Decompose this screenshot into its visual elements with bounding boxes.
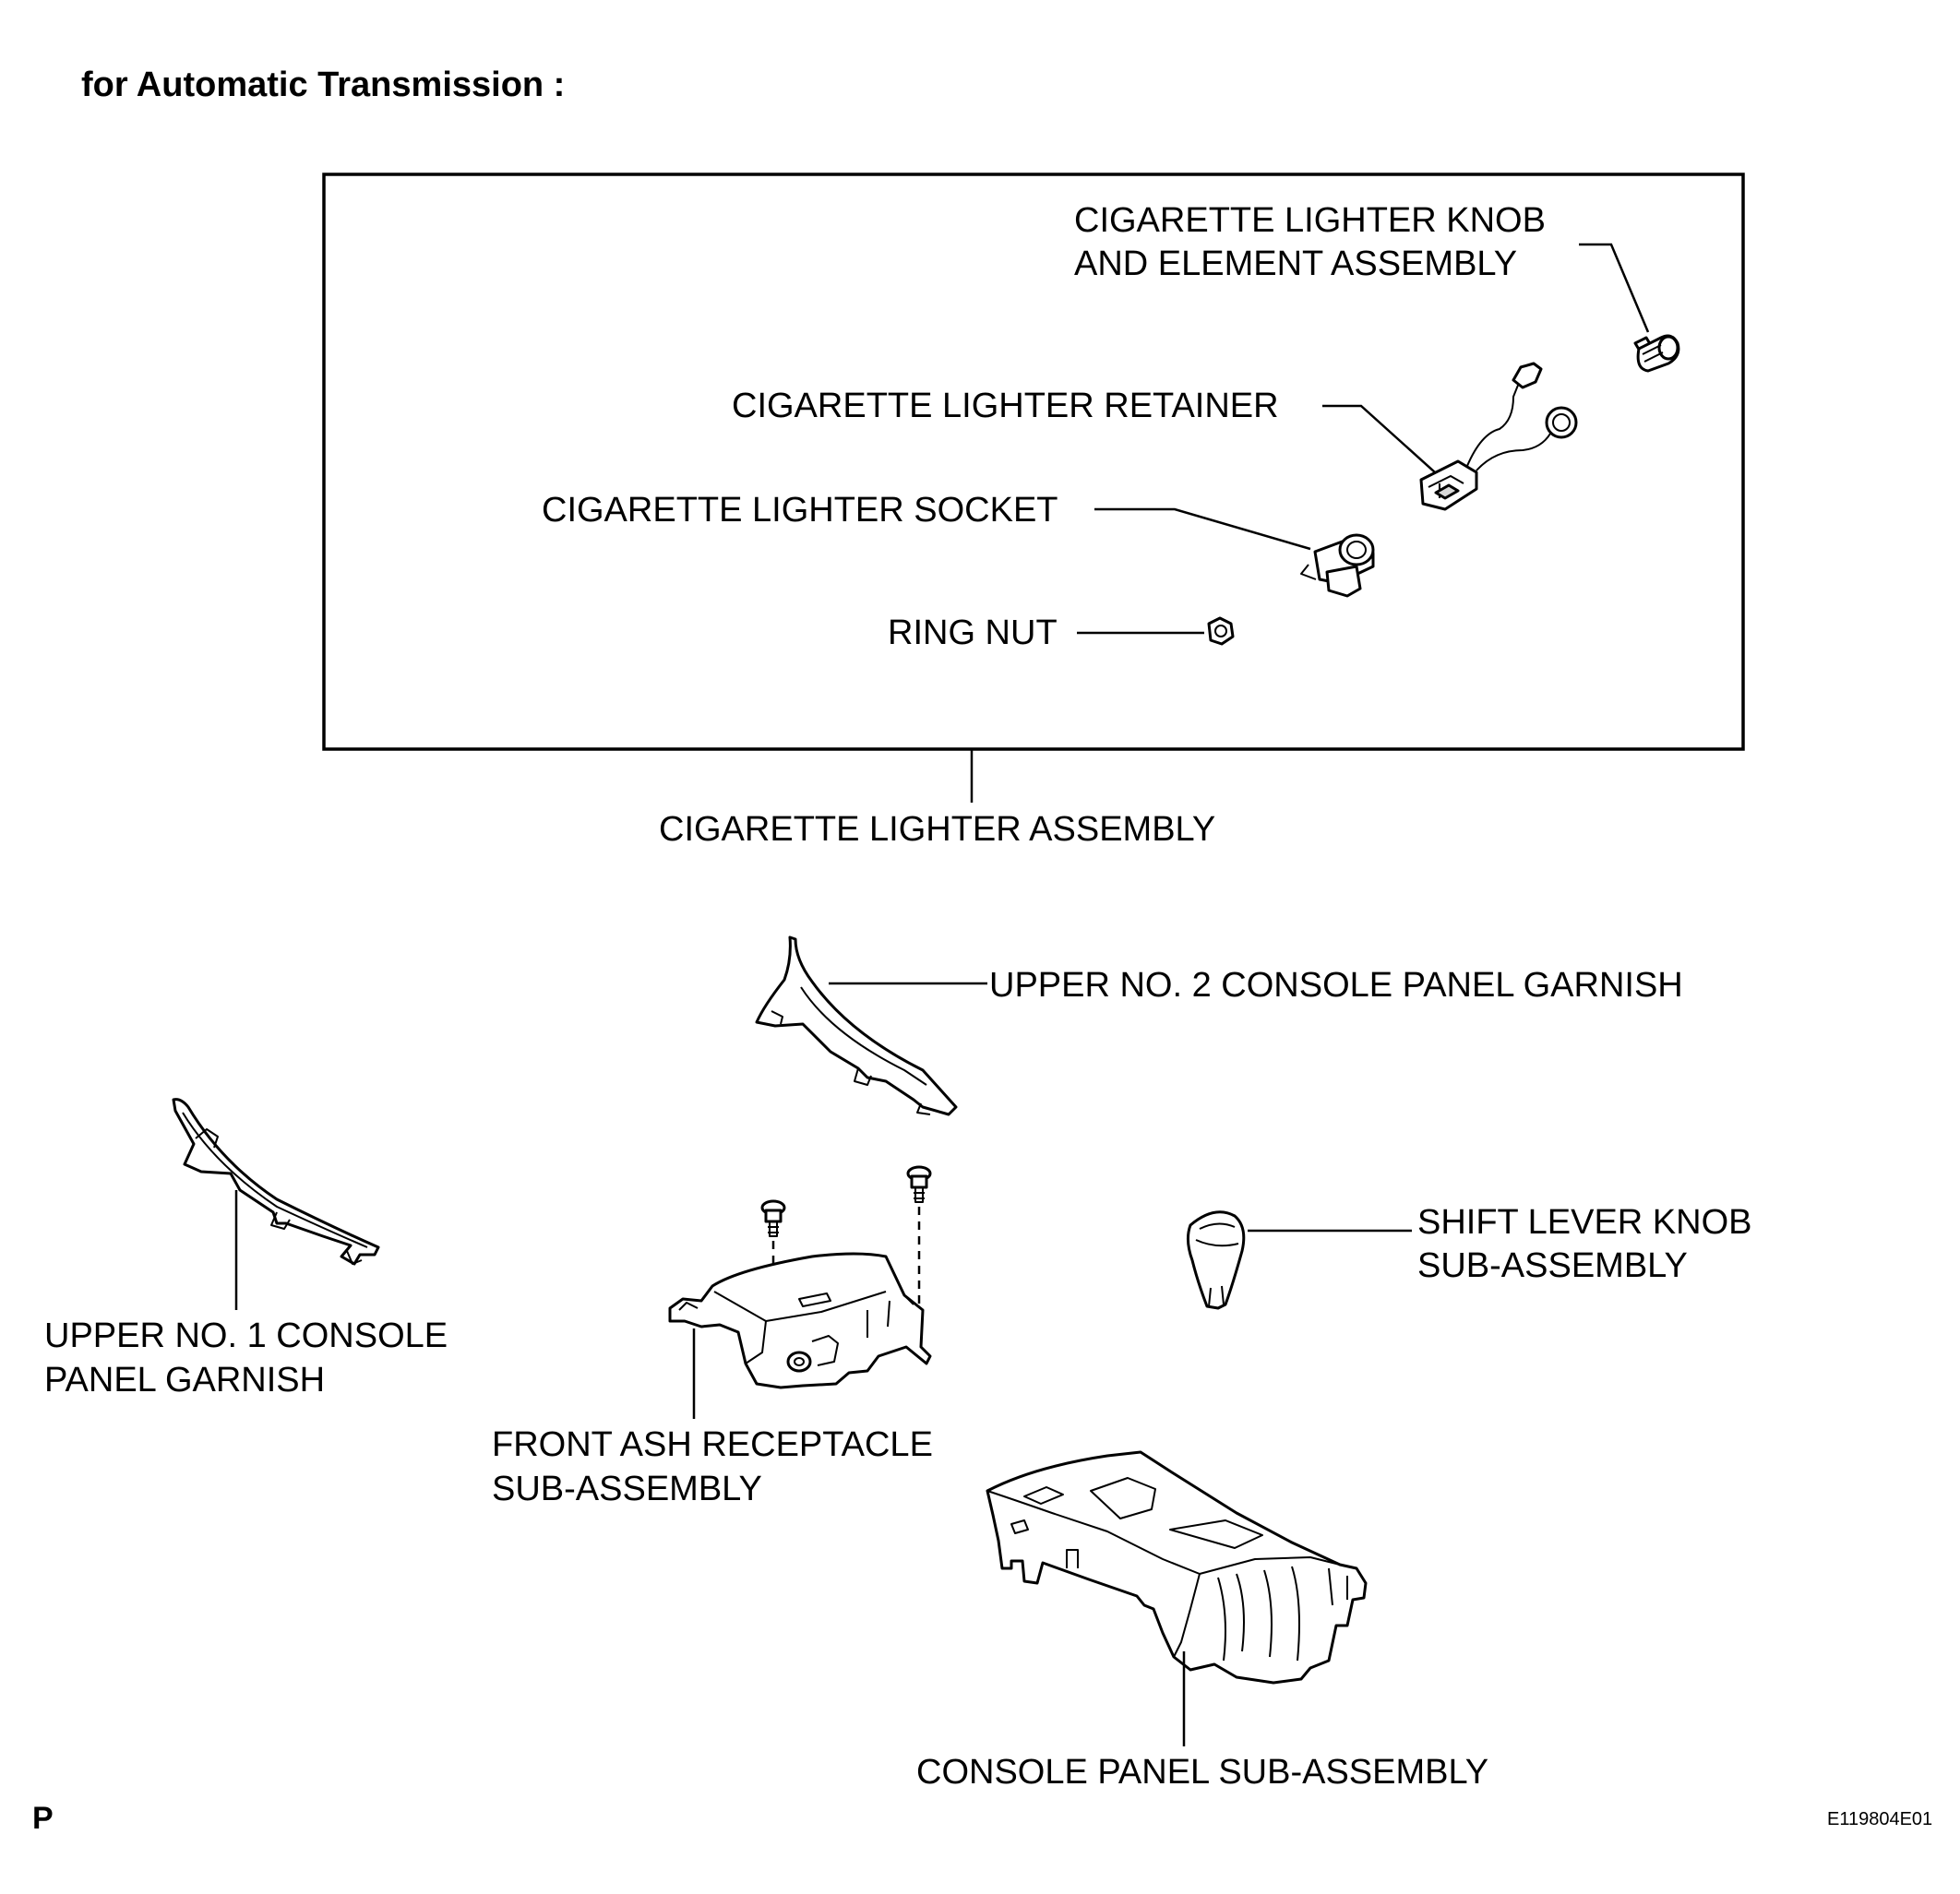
shift-knob-icon (1186, 1210, 1246, 1310)
socket-leader-line (1094, 507, 1311, 551)
lighter-retainer-icon (1419, 362, 1578, 511)
upper-no2-garnish-icon (755, 935, 958, 1116)
knob-label-line2: AND ELEMENT ASSEMBLY (1074, 244, 1517, 283)
lighter-knob-icon (1633, 334, 1680, 373)
diagram-heading: for Automatic Transmission : (81, 66, 565, 104)
knob-label-line1: CIGARETTE LIGHTER KNOB (1074, 201, 1546, 240)
cigarette-lighter-assembly-label: CIGARETTE LIGHTER ASSEMBLY (659, 810, 1215, 849)
ring-nut-label: RING NUT (888, 613, 1058, 652)
ash-receptacle-label-line2: SUB-ASSEMBLY (492, 1470, 762, 1508)
upper-no2-garnish-label: UPPER NO. 2 CONSOLE PANEL GARNISH (989, 966, 1683, 1005)
cigarette-lighter-assembly-box (322, 173, 1745, 751)
console-panel-icon (986, 1450, 1368, 1685)
screw-icon (760, 1199, 786, 1237)
ash-receptacle-icon (668, 1252, 932, 1389)
knob-leader-line (1579, 243, 1650, 333)
page-letter: P (32, 1801, 54, 1836)
upper-no1-label-line2: PANEL GARNISH (44, 1361, 325, 1400)
shift-knob-label-line2: SUB-ASSEMBLY (1417, 1246, 1688, 1285)
shift-knob-label-line1: SHIFT LEVER KNOB (1417, 1203, 1752, 1242)
upper-no1-label-line1: UPPER NO. 1 CONSOLE (44, 1316, 448, 1355)
retainer-leader-line (1322, 404, 1436, 473)
ash-receptacle-label-line1: FRONT ASH RECEPTACLE (492, 1425, 933, 1464)
console-panel-label: CONSOLE PANEL SUB-ASSEMBLY (916, 1753, 1488, 1792)
figure-code: E119804E01 (1827, 1809, 1932, 1829)
upper-no1-garnish-icon (172, 1098, 380, 1266)
screw-icon (906, 1165, 932, 1203)
retainer-label: CIGARETTE LIGHTER RETAINER (732, 387, 1279, 425)
lighter-socket-icon (1300, 533, 1375, 598)
ring-nut-icon (1207, 616, 1235, 646)
socket-label: CIGARETTE LIGHTER SOCKET (542, 491, 1058, 530)
